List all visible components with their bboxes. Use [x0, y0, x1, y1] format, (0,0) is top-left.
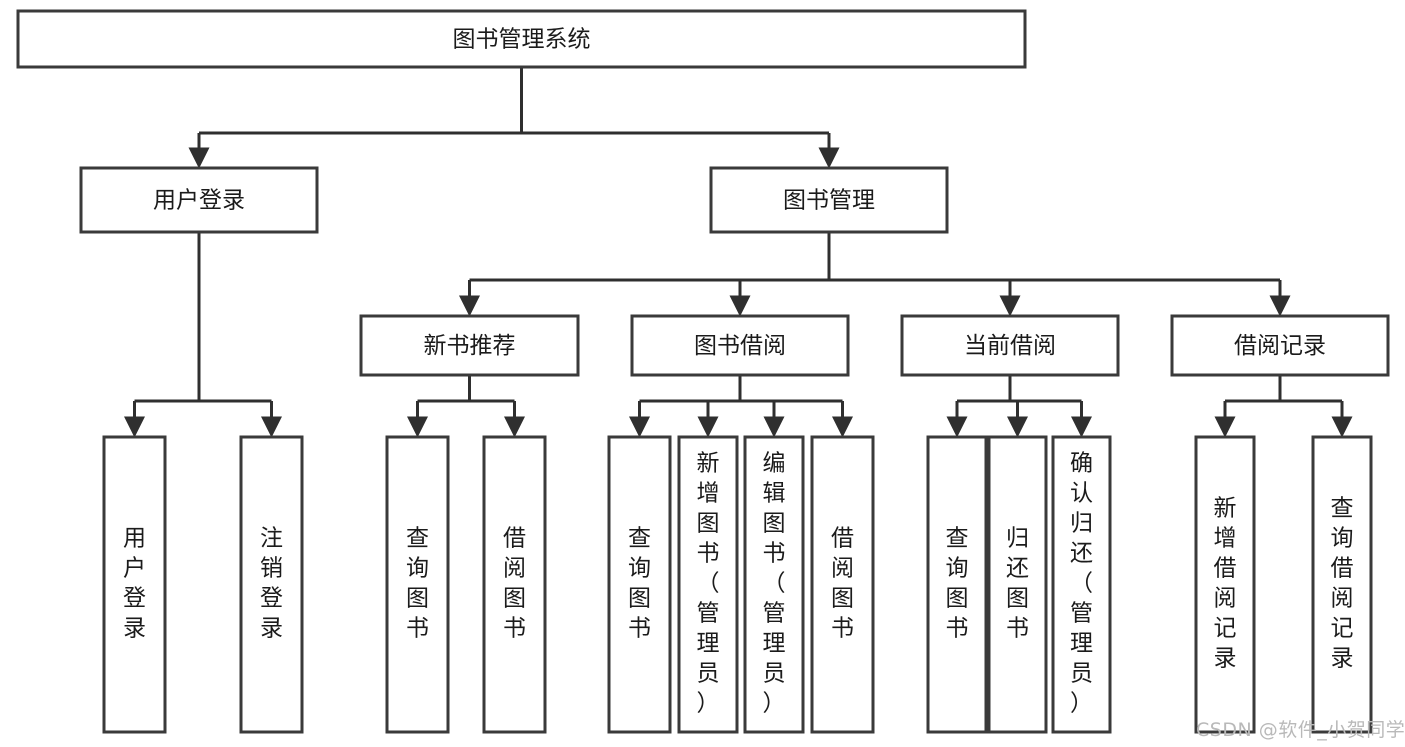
node-label: 借阅图书 — [503, 526, 526, 642]
node-label: 新书推荐 — [424, 333, 516, 359]
node-label: 查询图书 — [406, 526, 429, 642]
connector-group-borrow_record — [1214, 375, 1353, 438]
node-leaf_query_record[interactable]: 查询借阅记录 — [1311, 435, 1373, 734]
node-leaf_query_book_2[interactable]: 查询图书 — [607, 435, 672, 734]
node-label: 注销登录 — [260, 526, 283, 642]
connector-group-book_borrow — [629, 375, 853, 438]
node-label: 当前借阅 — [964, 333, 1056, 359]
node-new_book_rec[interactable]: 新书推荐 — [359, 314, 580, 377]
node-label: 编辑图书（管理员） — [763, 451, 786, 717]
node-label: 图书管理 — [783, 188, 875, 214]
node-label: 查询借阅记录 — [1331, 496, 1354, 672]
node-leaf_borrow_book_2[interactable]: 借阅图书 — [810, 435, 875, 734]
node-label: 图书管理系统 — [453, 27, 591, 53]
node-label: 归还图书 — [1006, 526, 1029, 642]
node-borrow_record[interactable]: 借阅记录 — [1170, 314, 1390, 377]
node-book_mgmt[interactable]: 图书管理 — [709, 166, 949, 234]
node-label: 查询图书 — [946, 526, 969, 642]
connector-group-current_borrow — [946, 375, 1092, 438]
node-leaf_user_logout[interactable]: 注销登录 — [239, 435, 304, 734]
node-label: 图书借阅 — [694, 333, 786, 359]
node-label: 借阅记录 — [1234, 333, 1326, 359]
node-label: 新增借阅记录 — [1214, 496, 1237, 672]
node-leaf_query_book_1[interactable]: 查询图书 — [385, 435, 450, 734]
node-label: 查询图书 — [628, 526, 651, 642]
node-current_borrow[interactable]: 当前借阅 — [900, 314, 1120, 377]
node-leaf_user_login[interactable]: 用户登录 — [102, 435, 167, 734]
connector-group-user_login — [124, 232, 282, 438]
node-leaf_confirm_return[interactable]: 确认归还（管理员） — [1051, 435, 1112, 734]
connector-group-new_book_rec — [407, 375, 525, 438]
node-leaf_edit_book[interactable]: 编辑图书（管理员） — [743, 435, 805, 734]
csdn-watermark: CSDN @软件_小贺同学 — [1196, 719, 1405, 741]
node-leaf_return_book[interactable]: 归还图书 — [987, 435, 1048, 734]
node-layer: 图书管理系统用户登录图书管理新书推荐图书借阅当前借阅借阅记录用户登录注销登录查询… — [16, 9, 1390, 734]
node-label: 借阅图书 — [831, 526, 854, 642]
connector-layer — [124, 67, 1353, 438]
node-root[interactable]: 图书管理系统 — [16, 9, 1027, 69]
node-leaf_add_record[interactable]: 新增借阅记录 — [1194, 435, 1256, 734]
node-label: 确认归还（管理员） — [1070, 451, 1093, 717]
node-leaf_add_book[interactable]: 新增图书（管理员） — [677, 435, 739, 734]
node-label: 新增图书（管理员） — [697, 451, 720, 717]
node-leaf_query_book_3[interactable]: 查询图书 — [926, 435, 988, 734]
node-user_login[interactable]: 用户登录 — [79, 166, 319, 234]
node-book_borrow[interactable]: 图书借阅 — [630, 314, 850, 377]
connector-group-root — [188, 67, 840, 169]
node-label: 用户登录 — [153, 188, 245, 214]
node-leaf_borrow_book_1[interactable]: 借阅图书 — [482, 435, 547, 734]
node-label: 用户登录 — [123, 526, 146, 642]
connector-group-book_mgmt — [459, 232, 1291, 317]
